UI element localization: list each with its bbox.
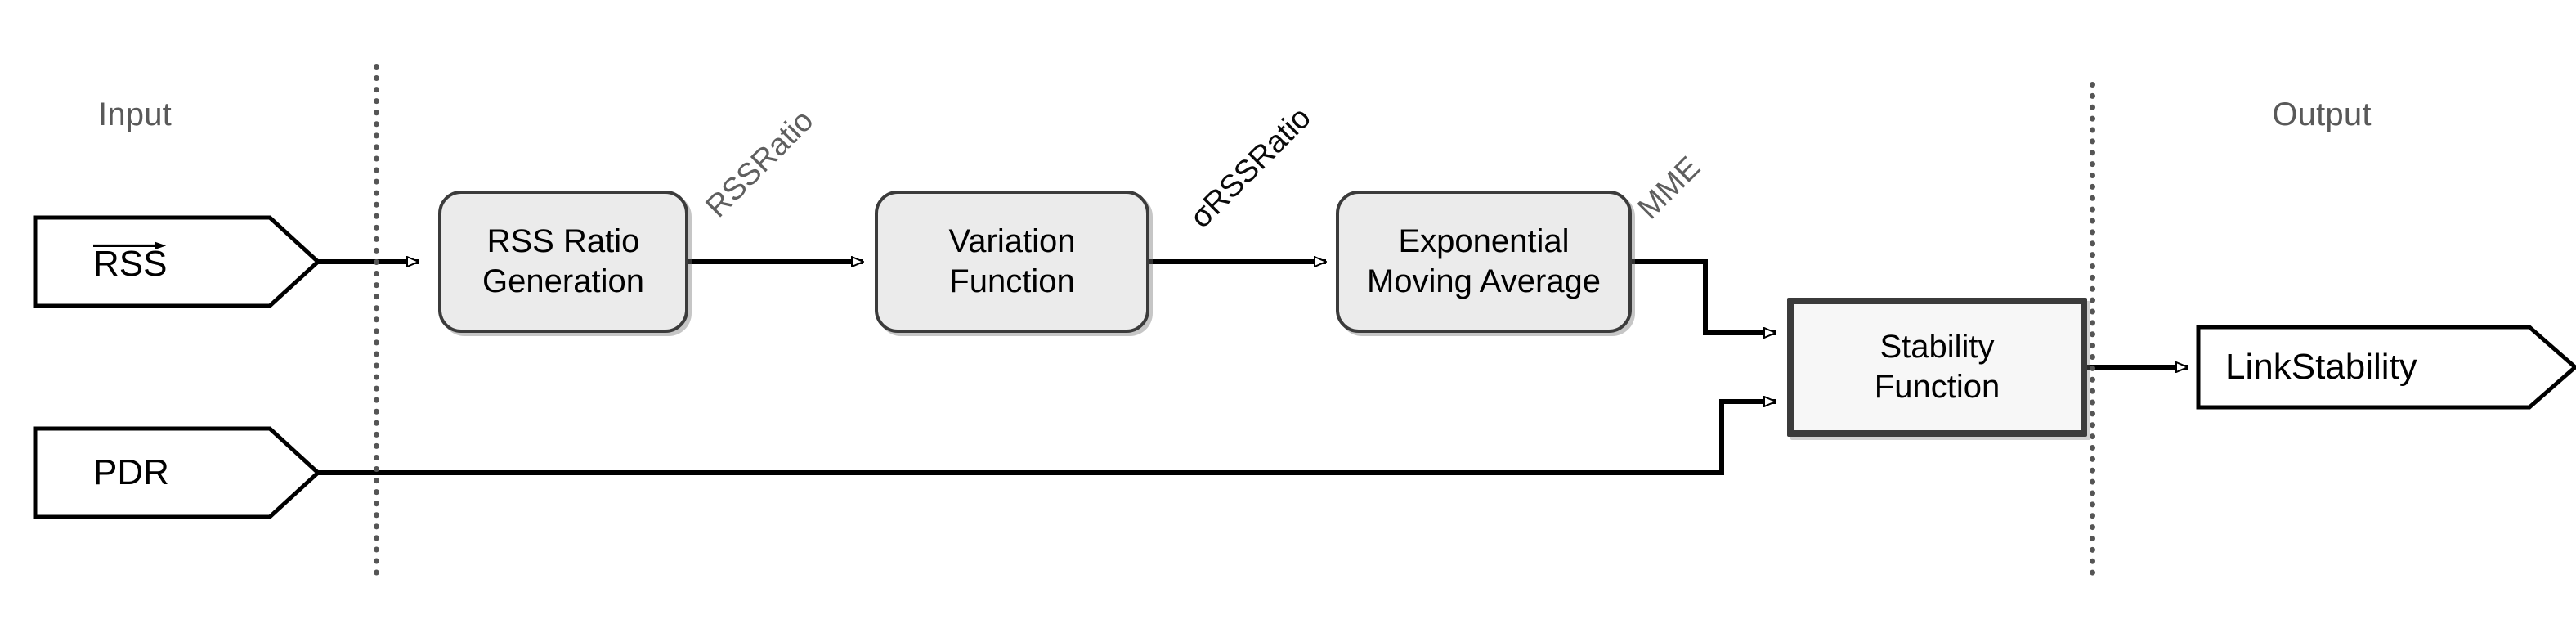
terminal-linkstability-output[interactable]: LinkStability bbox=[2196, 325, 2576, 410]
edge-label-rssratio: RSSRatio bbox=[699, 103, 821, 225]
rss-terminal-shape bbox=[33, 215, 321, 308]
left-dotted-divider bbox=[374, 64, 379, 576]
section-caption-input: Input bbox=[98, 97, 172, 132]
process-variation-function[interactable]: Variation Function bbox=[875, 191, 1149, 333]
edge-label-sigmarssratio: σRSSRatio bbox=[1183, 101, 1318, 236]
section-caption-output: Output bbox=[2272, 97, 2372, 132]
linkstability-terminal-shape bbox=[2196, 325, 2576, 410]
right-dotted-divider bbox=[2090, 82, 2095, 576]
edge-pdr-to-stability bbox=[317, 402, 1776, 475]
process-exponential-moving-average-label: Exponential Moving Average bbox=[1366, 223, 1602, 299]
process-variation-function-label: Variation Function bbox=[948, 223, 1076, 299]
edge-label-mme: MME bbox=[1631, 150, 1707, 227]
edge-ema-to-stability bbox=[1632, 259, 1776, 333]
process-rss-ratio-generation[interactable]: RSS Ratio Generation bbox=[438, 191, 688, 333]
process-stability-function-label: Stability Function bbox=[1874, 329, 2000, 405]
terminal-rss-input[interactable]: RSS bbox=[33, 215, 321, 308]
process-rss-ratio-generation-label: RSS Ratio Generation bbox=[482, 223, 644, 299]
process-exponential-moving-average[interactable]: Exponential Moving Average bbox=[1336, 191, 1632, 333]
terminal-pdr-input[interactable]: PDR bbox=[33, 426, 321, 519]
pdr-terminal-shape bbox=[33, 426, 321, 519]
process-stability-function[interactable]: Stability Function bbox=[1787, 298, 2087, 437]
